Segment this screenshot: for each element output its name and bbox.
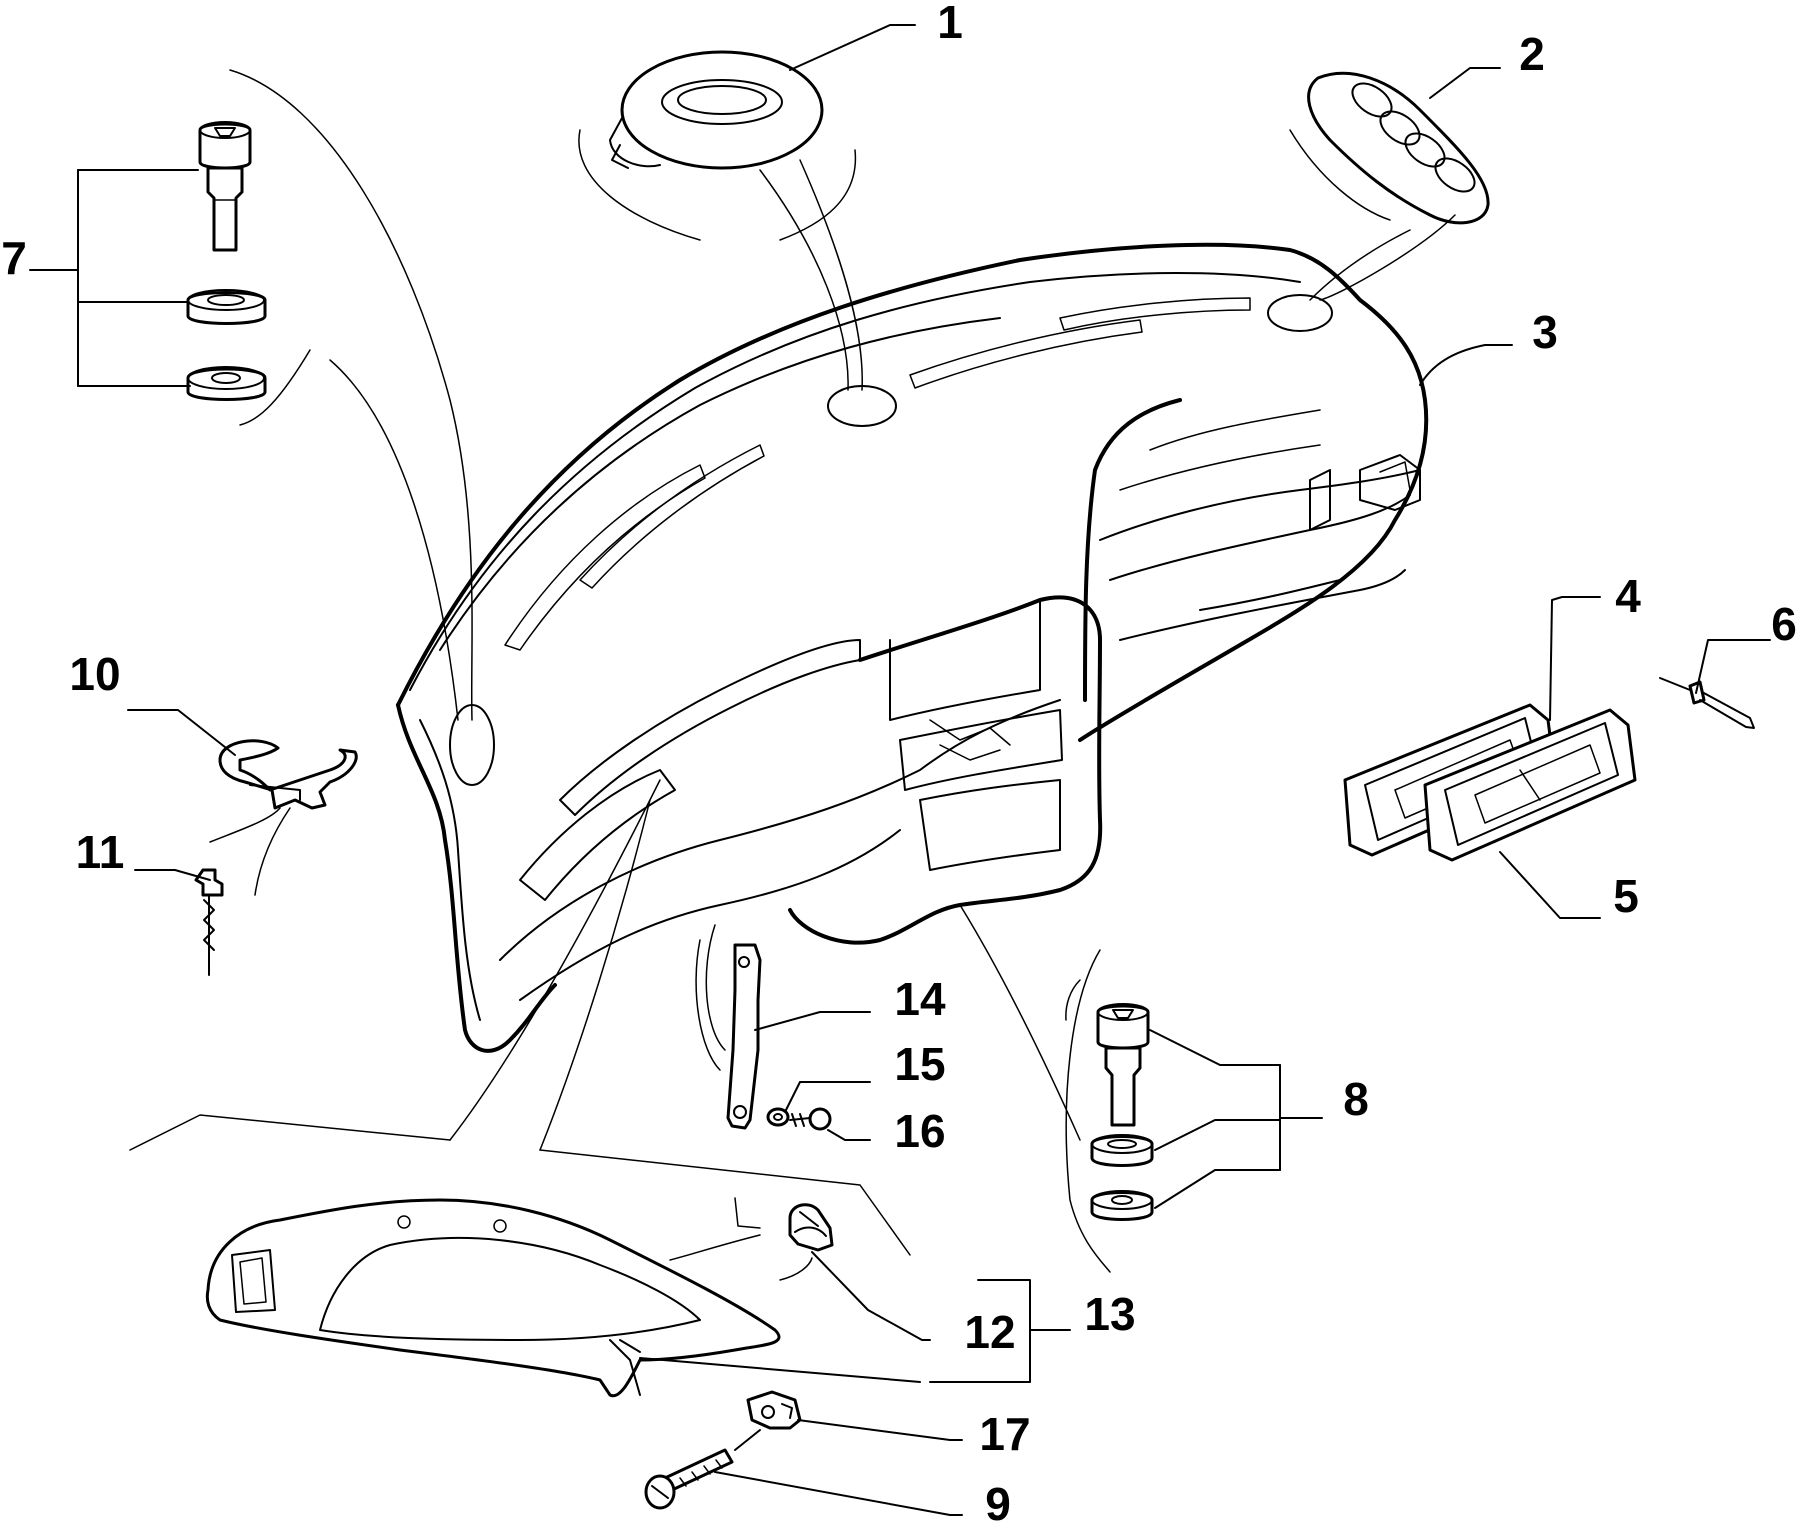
part-5-vent-frame (1423, 708, 1637, 862)
part-11-rivet (194, 868, 224, 976)
callout-10: 10 (69, 648, 120, 700)
part-15-washer (766, 1107, 790, 1127)
callout-9: 9 (985, 1478, 1011, 1524)
callout-15: 15 (894, 1038, 945, 1090)
callout-16: 16 (894, 1105, 945, 1157)
part-13-cluster-surround (205, 1198, 781, 1398)
leader-lines (29, 24, 1771, 1516)
part-7-bolt-and-washers (186, 69, 473, 721)
callout-4: 4 (1615, 570, 1641, 622)
connector-lines (129, 779, 1081, 1256)
callout-1: 1 (937, 0, 963, 48)
callout-5: 5 (1613, 870, 1639, 922)
part-12-clip (669, 1197, 834, 1281)
part-16-screw (789, 1107, 832, 1131)
callout-2: 2 (1519, 28, 1545, 80)
part-6-pin (1659, 677, 1755, 729)
part-10-clip (209, 739, 358, 896)
callout-6: 6 (1771, 598, 1797, 650)
callout-13: 13 (1084, 1288, 1135, 1340)
callout-12: 12 (964, 1306, 1015, 1358)
callout-14: 14 (894, 973, 946, 1025)
callout-11: 11 (76, 826, 125, 878)
callout-8: 8 (1343, 1073, 1369, 1125)
part-17-nut-clip (746, 1390, 802, 1430)
part-1-cover (578, 50, 863, 391)
callout-17: 17 (979, 1408, 1030, 1460)
part-9-screw (644, 1429, 761, 1510)
part-2-switch-panel (1289, 71, 1490, 301)
dashboard-panel (396, 242, 1429, 1053)
part-8-bolt-and-washers (1065, 949, 1154, 1273)
part-14-bracket (695, 924, 762, 1130)
callout-3: 3 (1532, 306, 1558, 358)
callout-7: 7 (1, 232, 27, 284)
